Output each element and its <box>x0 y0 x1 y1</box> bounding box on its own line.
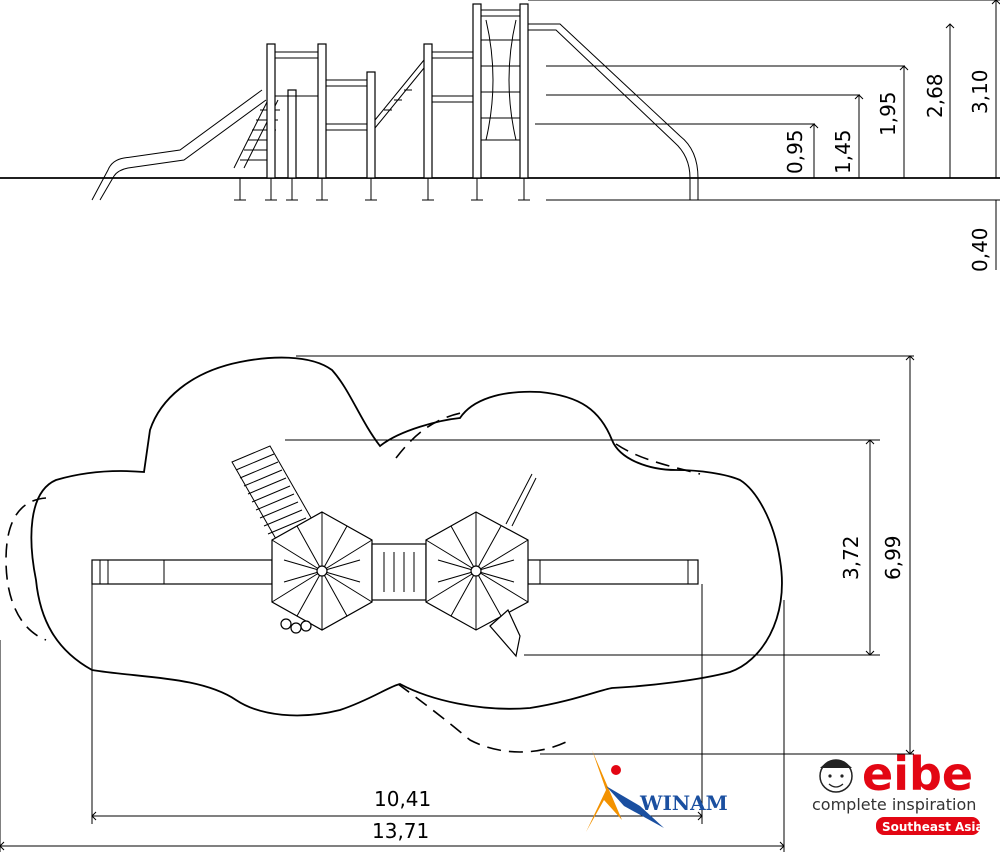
plan-length-label-1371: 13,71 <box>372 819 429 843</box>
winam-swoosh-orange <box>586 750 622 832</box>
plan-steering-arm <box>505 473 537 527</box>
plan-width-label-372: 3,72 <box>839 535 863 580</box>
height-label-195: 1,95 <box>876 91 900 136</box>
height-label-310: 3,10 <box>968 69 992 114</box>
eibe-region-label: Southeast Asia <box>882 820 984 834</box>
height-label-268: 2,68 <box>923 73 947 118</box>
tower-ladder <box>485 19 517 141</box>
eibe-tagline: complete inspiration <box>812 795 976 814</box>
safety-area-outline <box>30 356 783 717</box>
bridge <box>374 59 425 129</box>
left-slide-top <box>91 89 263 201</box>
winam-wordmark: WINAM <box>639 791 728 815</box>
plan-small-details <box>280 618 312 634</box>
eibe-wordmark: eibe <box>862 747 973 801</box>
tower-rungs <box>481 39 520 141</box>
roof-middle <box>326 79 367 87</box>
posts <box>266 3 529 179</box>
height-reference-lines <box>528 0 1000 201</box>
eibe-logo: eibe complete inspiration Southeast Asia <box>812 747 984 835</box>
eibe-region-badge <box>876 817 980 835</box>
elevation-view: 0,95 1,45 1,95 2,68 3,10 0,40 <box>0 0 1000 272</box>
bridge-slats <box>384 89 412 111</box>
plan-ladder-right <box>489 609 521 658</box>
platforms <box>275 95 473 131</box>
plan-length-label-1041: 10,41 <box>374 787 431 811</box>
right-slide-outer <box>528 23 699 200</box>
plan-left-slide <box>91 559 273 585</box>
roof-left <box>275 51 318 59</box>
height-arrowheads <box>809 0 1000 129</box>
dashed-outline-bottom <box>397 683 571 753</box>
plan-right-slide <box>527 559 699 585</box>
roof-tower <box>481 9 520 17</box>
winam-swoosh-blue <box>606 786 664 828</box>
left-ladder-rungs <box>240 109 280 161</box>
height-label-095: 0,95 <box>783 129 807 174</box>
plan-length-dimension-lines <box>0 815 784 847</box>
plan-width-label-699: 6,99 <box>881 535 905 580</box>
plan-right-slide-detail <box>539 560 689 584</box>
right-slide-inner <box>528 29 691 200</box>
left-slide-bottom <box>99 99 267 201</box>
plan-left-slide-detail <box>99 560 165 584</box>
height-label-145: 1,45 <box>831 129 855 174</box>
plan-width-dimension-lines <box>869 356 911 754</box>
winam-figure-head <box>611 765 621 775</box>
plan-left-hex-platform <box>271 511 373 631</box>
dashed-outline-top <box>395 411 467 459</box>
plan-width-arrowheads <box>865 355 915 755</box>
dashed-outline-left <box>5 497 47 641</box>
depth-label-040: 0,40 <box>968 227 992 272</box>
post-feet <box>239 178 525 200</box>
eibe-mascot-icon <box>819 759 853 793</box>
plan-view: 3,72 6,99 10,41 13,71 <box>0 355 915 852</box>
dashed-outline-right <box>615 443 701 475</box>
plan-right-hex-platform <box>425 511 529 631</box>
roof-right <box>432 51 473 59</box>
plan-length-reference-lines <box>0 584 785 852</box>
height-dimension-lines <box>813 0 997 270</box>
plan-length-arrowheads <box>0 811 785 851</box>
plan-bridge <box>371 543 427 601</box>
winam-logo: WINAM <box>586 750 728 832</box>
